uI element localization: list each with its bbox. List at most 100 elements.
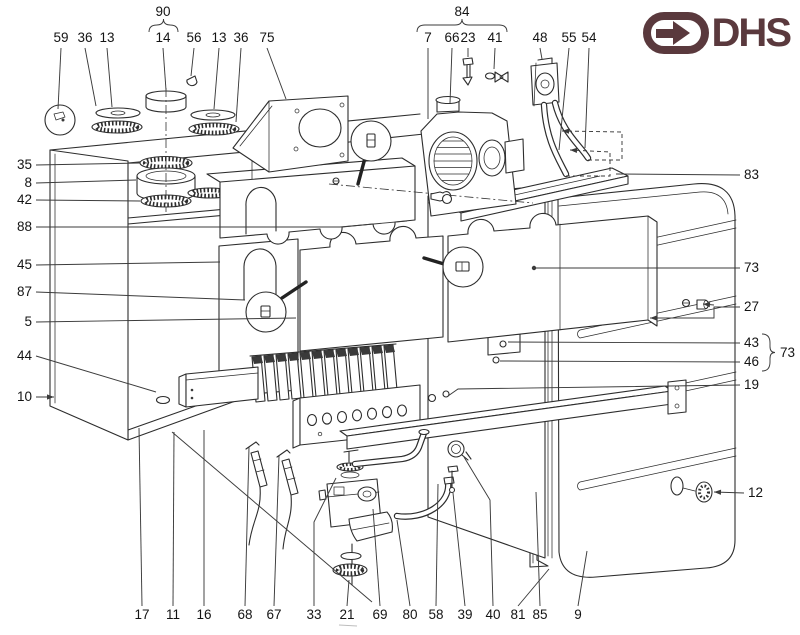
top-gasket-parts xyxy=(44,75,240,136)
fastener-callout-circle xyxy=(44,104,76,136)
dhs-logo-text: DHS xyxy=(711,11,792,55)
leader-line xyxy=(499,360,741,363)
leader-line xyxy=(190,47,195,77)
leader-line xyxy=(171,431,373,603)
leader-line xyxy=(396,519,411,607)
fan-motor xyxy=(478,139,506,177)
brace xyxy=(148,18,179,33)
leader-line xyxy=(213,47,220,110)
part-number-56: 56 xyxy=(186,30,201,45)
part-number-55: 55 xyxy=(561,30,576,45)
part-number-59: 59 xyxy=(53,30,68,45)
part-number-81: 81 xyxy=(510,607,525,622)
part-number-73: 73 xyxy=(780,345,795,360)
part-number-48: 48 xyxy=(532,30,547,45)
leader-line xyxy=(35,261,221,266)
part-number-41: 41 xyxy=(487,30,502,45)
combustion-chamber-panels xyxy=(218,212,658,398)
burner-tray xyxy=(178,366,259,408)
leader-line xyxy=(566,149,611,177)
arrowhead xyxy=(562,128,570,134)
leader-line xyxy=(266,47,287,100)
part-number-85: 85 xyxy=(532,607,547,622)
leader-line xyxy=(346,579,350,607)
leader-line xyxy=(106,47,113,108)
burner-disc xyxy=(190,109,236,121)
part-number-67: 67 xyxy=(266,607,281,622)
part-number-8: 8 xyxy=(24,175,32,190)
leader-line xyxy=(435,483,439,607)
dhs-logo: DHS xyxy=(642,11,792,55)
assembly-axes xyxy=(165,88,534,212)
part-number-84: 84 xyxy=(454,4,470,19)
upper-baffle-box xyxy=(206,157,416,245)
leader-line xyxy=(493,47,496,70)
part-number-23: 23 xyxy=(460,30,475,45)
part-number-36: 36 xyxy=(77,30,92,45)
part-number-13: 13 xyxy=(99,30,114,45)
injector-and-washer xyxy=(462,57,509,86)
leader-line xyxy=(507,341,741,344)
part-number-36: 36 xyxy=(233,30,248,45)
fan-blower xyxy=(420,95,525,217)
leader-line xyxy=(561,130,623,161)
leader-line xyxy=(57,47,62,110)
leader-line xyxy=(35,162,141,166)
part-number-33: 33 xyxy=(306,607,321,622)
leader-line xyxy=(558,47,570,151)
burner-disc xyxy=(95,107,141,119)
arrowhead xyxy=(650,315,657,321)
part-number-11: 11 xyxy=(166,607,180,622)
spark-electrodes xyxy=(245,441,299,550)
part-number-27: 27 xyxy=(744,299,759,314)
pressure-switch xyxy=(530,57,592,178)
leader-line xyxy=(372,508,381,607)
leader-line xyxy=(162,47,167,91)
arrowhead xyxy=(47,394,54,400)
pipe-fitting xyxy=(447,465,459,494)
part-number-68: 68 xyxy=(237,607,252,622)
part-number-17: 17 xyxy=(134,607,149,622)
part-number-88: 88 xyxy=(17,219,32,234)
flue-collar-stack xyxy=(136,155,233,208)
leader-line xyxy=(452,492,466,607)
leader-line xyxy=(313,477,337,606)
part-number-35: 35 xyxy=(17,157,32,172)
part-number-69: 69 xyxy=(372,607,387,622)
part-number-43: 43 xyxy=(744,335,759,350)
leader-line xyxy=(35,179,137,184)
part-number-54: 54 xyxy=(581,30,597,45)
leader-line xyxy=(244,446,250,607)
part-number-58: 58 xyxy=(428,607,443,622)
part-number-13: 13 xyxy=(211,30,226,45)
part-number-42: 42 xyxy=(17,192,32,207)
base-hole-44 xyxy=(155,395,171,405)
leader-line xyxy=(463,456,494,607)
leader-line xyxy=(447,384,741,397)
leader-line xyxy=(138,427,143,607)
part-number-5: 5 xyxy=(24,314,32,329)
part-number-39: 39 xyxy=(457,607,472,622)
part-number-66: 66 xyxy=(444,30,459,45)
part-number-7: 7 xyxy=(424,30,432,45)
part-number-46: 46 xyxy=(744,354,759,369)
leader-line xyxy=(235,47,242,123)
part-number-44: 44 xyxy=(17,348,33,363)
fastener-callouts xyxy=(245,120,484,333)
part-number-40: 40 xyxy=(485,607,500,622)
leader-line xyxy=(517,568,550,607)
gas-valve-assembly xyxy=(318,449,393,586)
grommet xyxy=(670,476,713,503)
clip xyxy=(186,75,198,87)
leader-line xyxy=(35,317,297,323)
part-number-21: 21 xyxy=(339,607,354,622)
leader-line xyxy=(36,220,408,228)
leader-line xyxy=(35,199,141,202)
arrowhead xyxy=(714,489,722,495)
leader-line xyxy=(449,47,453,104)
part-number-10: 10 xyxy=(17,389,32,404)
flue-hood xyxy=(232,95,349,173)
